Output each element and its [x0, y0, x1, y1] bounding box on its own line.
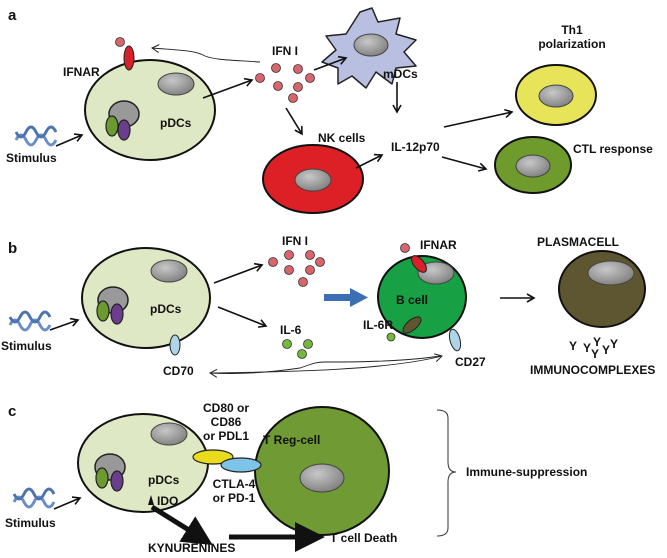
- svg-text:Y: Y: [591, 347, 599, 361]
- mdc-label: mDCs: [383, 67, 418, 81]
- ifnar-receptor-a: [123, 45, 135, 71]
- svg-text:Y: Y: [610, 337, 618, 351]
- receptor-label-line2: or PD-1: [213, 491, 256, 505]
- arrow-stimulus-pdc-b: [49, 317, 80, 331]
- receptor-molecule: [220, 457, 262, 473]
- immune-suppression-label: Immune-suppression: [466, 465, 587, 479]
- b-cell: B cell: [377, 255, 467, 339]
- arrow-cd27-cd70: [208, 355, 441, 378]
- endosome-icon: [96, 286, 129, 325]
- svg-text:Y: Y: [602, 343, 610, 357]
- ctl-cell: [494, 136, 572, 194]
- panel-b: b pDCs CD70 Stimulus IFN I: [1, 234, 655, 378]
- mdc-cell: [321, 7, 417, 89]
- arrow-pdc-ifn-a: [202, 77, 254, 99]
- ifnar-label-a: IFNAR: [63, 65, 100, 79]
- cd70-receptor: [169, 334, 181, 356]
- arrow-stimulus-pdc-a: [55, 133, 84, 147]
- svg-text:Y: Y: [583, 341, 591, 355]
- plasma-cell: [558, 250, 646, 328]
- treg-label: T Reg-cell: [263, 433, 320, 447]
- stimulus-label-a: Stimulus: [6, 151, 57, 165]
- cd70-label: CD70: [163, 364, 194, 378]
- th1-label-line2: polarization: [538, 37, 605, 51]
- pdc-nucleus: [157, 72, 195, 96]
- nk-label: NK cells: [318, 131, 366, 145]
- svg-text:Y: Y: [593, 335, 601, 349]
- blue-arrow-icon: [324, 288, 368, 307]
- stimulus-label-c: Stimulus: [5, 516, 56, 530]
- svg-text:Y: Y: [569, 339, 577, 353]
- ligand-molecule: [192, 449, 234, 465]
- bcell-label: B cell: [396, 293, 428, 307]
- plasmacell-label: PLASMACELL: [537, 235, 619, 249]
- dna-stimulus-icon-a: [14, 125, 58, 147]
- il6r-label: IL-6R: [363, 318, 393, 332]
- panel-a-label: a: [8, 7, 17, 24]
- arrow-stimulus-pdc-c: [53, 496, 82, 510]
- il6-label: IL-6: [280, 323, 302, 337]
- dna-stimulus-icon-c: [12, 487, 56, 509]
- il6r-receptor: [402, 316, 422, 334]
- arrow-ifn-ifnar-feedback: [150, 44, 261, 63]
- panel-c-label: c: [8, 403, 16, 420]
- ifn-dot-bound: [115, 37, 125, 47]
- receptor-label-line1: CTLA-4: [213, 477, 256, 491]
- il6-dots: [282, 339, 313, 359]
- arrow-pdc-il6: [217, 306, 268, 328]
- cd27-label: CD27: [455, 355, 486, 369]
- ido-label: IDO: [157, 494, 178, 508]
- endosome-icon: [105, 100, 140, 141]
- panel-b-label: b: [8, 240, 17, 257]
- ifn-label-b: IFN I: [282, 234, 308, 248]
- arrow-nk-il12: [355, 153, 384, 169]
- pdc-cell-c: pDCs IDO: [77, 413, 209, 513]
- il12-label: IL-12p70: [391, 140, 440, 154]
- ifn-dots-b: [268, 250, 325, 287]
- ligand-label-line1: CD80 or: [203, 401, 249, 415]
- panel-a: a pDCs IFNAR Stimulus IFN I: [6, 7, 653, 214]
- treg-cell: T Reg-cell: [254, 406, 390, 536]
- cd27-receptor: [448, 328, 462, 352]
- pdc-cell-b: pDCs: [81, 247, 211, 349]
- ifnar-receptor-b: [411, 255, 427, 273]
- pdc-label-c: pDCs: [148, 473, 180, 487]
- immunocomplexes-label: IMMUNOCOMPLEXES: [530, 363, 655, 377]
- arrow-il12-ctl: [441, 156, 488, 172]
- dna-stimulus-icon-b: [8, 310, 52, 332]
- stimulus-label-b: Stimulus: [1, 339, 52, 353]
- arrow-il12-th1: [443, 108, 514, 128]
- ifn-dots-a: [255, 63, 315, 103]
- pdc-cell-a: pDCs: [84, 59, 216, 161]
- ifn-label-a: IFN I: [272, 44, 298, 58]
- ifn-dot-bound-b: [400, 243, 410, 253]
- pdc-label-a: pDCs: [160, 116, 192, 130]
- pdc-label-b: pDCs: [150, 302, 182, 316]
- il6-dot-bound: [386, 332, 396, 342]
- arrow-cd70-cd27: [211, 353, 443, 374]
- ifnar-label-b: IFNAR: [420, 238, 457, 252]
- panel-c: c T Reg-cell pDCs IDO CD80 or CD86 or PD…: [5, 401, 587, 555]
- arrow-ido-kynurenines: [150, 504, 213, 545]
- kynurenines-label: KYNURENINES: [148, 541, 235, 555]
- ligand-label-line2: CD86: [211, 415, 242, 429]
- ligand-label-line3: or PDL1: [203, 429, 249, 443]
- ido-marker-icon: [148, 495, 154, 505]
- arrow-ifn-mdc: [313, 55, 348, 71]
- th1-label-line1: Th1: [561, 23, 583, 37]
- nk-cell: [262, 144, 364, 214]
- arrow-ifn-nk: [285, 107, 303, 136]
- ctl-label: CTL response: [573, 142, 653, 156]
- tcell-death-label: T cell Death: [330, 531, 397, 545]
- th1-cell: [515, 64, 597, 126]
- bracket-icon: [436, 409, 457, 537]
- endosome-icon: [94, 453, 126, 492]
- arrow-pdc-ifn-b: [213, 262, 264, 284]
